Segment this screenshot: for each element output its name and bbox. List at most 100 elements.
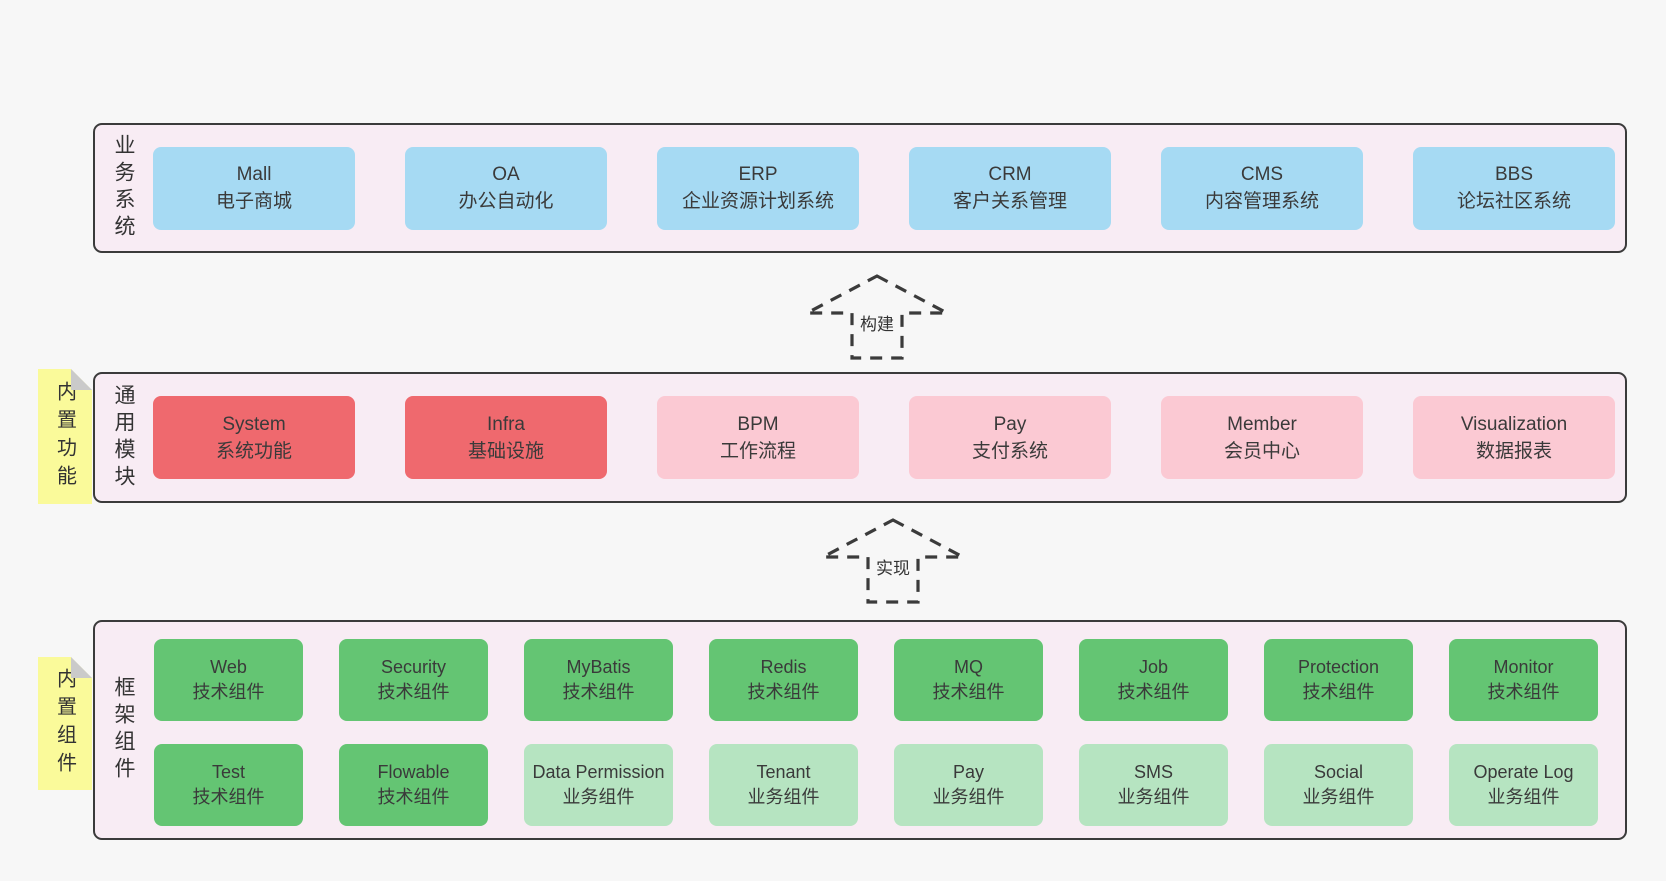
box-erp: ERP 企业资源计划系统 — [657, 146, 859, 230]
box-title: Security — [380, 657, 447, 677]
box-title: Member — [1227, 413, 1297, 435]
framework-components-label: 框架组件 — [112, 676, 135, 784]
implement-arrow: 实现 — [821, 517, 965, 605]
box-title: Pay — [993, 413, 1027, 435]
dashed-up-arrow-icon — [822, 518, 964, 604]
box-subtitle: 技术组件 — [562, 682, 635, 702]
box-title: CMS — [1240, 164, 1284, 185]
box-subtitle: 业务组件 — [1302, 787, 1375, 807]
box-subtitle: 技术组件 — [1487, 682, 1560, 702]
box-security: Security 技术组件 — [339, 639, 488, 721]
box-subtitle: 业务组件 — [932, 787, 1005, 807]
builtin-modules-panel: 通用模块 System 系统功能 Infra 基础设施 BPM 工作流程 Pay… — [93, 372, 1627, 503]
box-title: Web — [210, 657, 247, 677]
box-subtitle: 业务组件 — [1117, 787, 1190, 807]
box-monitor: Monitor 技术组件 — [1449, 639, 1598, 721]
box-title: Data Permission — [532, 762, 665, 782]
build-arrow-label: 构建 — [857, 315, 897, 335]
box-subtitle: 系统功能 — [215, 440, 292, 462]
box-subtitle: 业务组件 — [562, 787, 635, 807]
box-subtitle: 电子商城 — [215, 191, 292, 212]
box-pay-module: Pay 支付系统 — [909, 396, 1111, 479]
box-title: Redis — [760, 657, 807, 677]
box-subtitle: 内容管理系统 — [1204, 191, 1319, 212]
box-title: BBS — [1494, 164, 1534, 185]
box-cms: CMS 内容管理系统 — [1161, 146, 1363, 230]
box-title: Tenant — [756, 762, 811, 782]
box-operate-log: Operate Log 业务组件 — [1449, 744, 1598, 826]
box-flowable: Flowable 技术组件 — [339, 744, 488, 826]
business-systems-label: 业务系统 — [112, 134, 135, 242]
box-subtitle: 技术组件 — [1302, 682, 1375, 702]
box-subtitle: 数据报表 — [1475, 440, 1552, 462]
box-subtitle: 工作流程 — [719, 440, 796, 462]
box-subtitle: 会员中心 — [1223, 440, 1300, 462]
box-bbs: BBS 论坛社区系统 — [1413, 146, 1615, 230]
box-subtitle: 企业资源计划系统 — [681, 191, 834, 212]
box-subtitle: 业务组件 — [1487, 787, 1560, 807]
box-member: Member 会员中心 — [1161, 396, 1363, 479]
framework-row-1: Web 技术组件 Security 技术组件 MyBatis 技术组件 Redi… — [154, 639, 1625, 721]
box-subtitle: 技术组件 — [192, 682, 265, 702]
box-subtitle: 技术组件 — [377, 682, 450, 702]
box-subtitle: 论坛社区系统 — [1456, 191, 1571, 212]
box-system: System 系统功能 — [153, 396, 355, 479]
box-pay-component: Pay 业务组件 — [894, 744, 1043, 826]
box-infra: Infra 基础设施 — [405, 396, 607, 479]
box-mq: MQ 技术组件 — [894, 639, 1043, 721]
box-data-permission: Data Permission 业务组件 — [524, 744, 673, 826]
implement-arrow-label: 实现 — [873, 559, 913, 579]
box-title: BPM — [737, 413, 779, 435]
box-title: ERP — [738, 164, 778, 185]
box-subtitle: 基础设施 — [467, 440, 544, 462]
box-subtitle: 技术组件 — [747, 682, 820, 702]
builtin-components-note-label: 内置组件 — [53, 667, 76, 780]
box-subtitle: 技术组件 — [1117, 682, 1190, 702]
box-title: Job — [1138, 657, 1169, 677]
box-test: Test 技术组件 — [154, 744, 303, 826]
dashed-up-arrow-icon — [806, 274, 948, 360]
box-title: Protection — [1297, 657, 1380, 677]
business-systems-panel: 业务系统 Mall 电子商城 OA 办公自动化 ERP 企业资源计划系统 CRM… — [93, 123, 1627, 253]
box-title: Visualization — [1460, 413, 1568, 435]
box-subtitle: 客户关系管理 — [952, 191, 1067, 212]
box-title: OA — [492, 164, 520, 185]
box-crm: CRM 客户关系管理 — [909, 146, 1111, 230]
box-tenant: Tenant 业务组件 — [709, 744, 858, 826]
box-title: CRM — [988, 164, 1032, 185]
box-title: Monitor — [1493, 657, 1554, 677]
box-subtitle: 技术组件 — [377, 787, 450, 807]
box-oa: OA 办公自动化 — [405, 146, 607, 230]
box-protection: Protection 技术组件 — [1264, 639, 1413, 721]
builtin-features-note-label: 内置功能 — [53, 380, 76, 493]
builtin-features-note: 内置功能 — [38, 369, 92, 504]
box-title: Operate Log — [1473, 762, 1574, 782]
box-title: Pay — [952, 762, 985, 782]
box-title: MyBatis — [566, 657, 631, 677]
box-title: Infra — [486, 413, 526, 435]
box-title: Mall — [236, 164, 272, 185]
box-title: System — [222, 413, 286, 435]
box-web: Web 技术组件 — [154, 639, 303, 721]
box-redis: Redis 技术组件 — [709, 639, 858, 721]
box-title: Flowable — [377, 762, 450, 782]
box-job: Job 技术组件 — [1079, 639, 1228, 721]
box-mall: Mall 电子商城 — [153, 146, 355, 230]
box-sms: SMS 业务组件 — [1079, 744, 1228, 826]
box-social: Social 业务组件 — [1264, 744, 1413, 826]
box-subtitle: 业务组件 — [747, 787, 820, 807]
framework-components-panel: 框架组件 Web 技术组件 Security 技术组件 MyBatis 技术组件… — [93, 620, 1627, 840]
box-title: MQ — [954, 657, 983, 677]
box-subtitle: 技术组件 — [192, 787, 265, 807]
box-title: Social — [1313, 762, 1364, 782]
build-arrow: 构建 — [805, 273, 949, 361]
box-subtitle: 支付系统 — [971, 440, 1048, 462]
framework-row-2: Test 技术组件 Flowable 技术组件 Data Permission … — [154, 744, 1625, 826]
box-title: Test — [211, 762, 245, 782]
box-mybatis: MyBatis 技术组件 — [524, 639, 673, 721]
common-modules-label: 通用模块 — [112, 383, 135, 492]
box-visualization: Visualization 数据报表 — [1413, 396, 1615, 479]
box-bpm: BPM 工作流程 — [657, 396, 859, 479]
builtin-components-note: 内置组件 — [38, 657, 92, 790]
